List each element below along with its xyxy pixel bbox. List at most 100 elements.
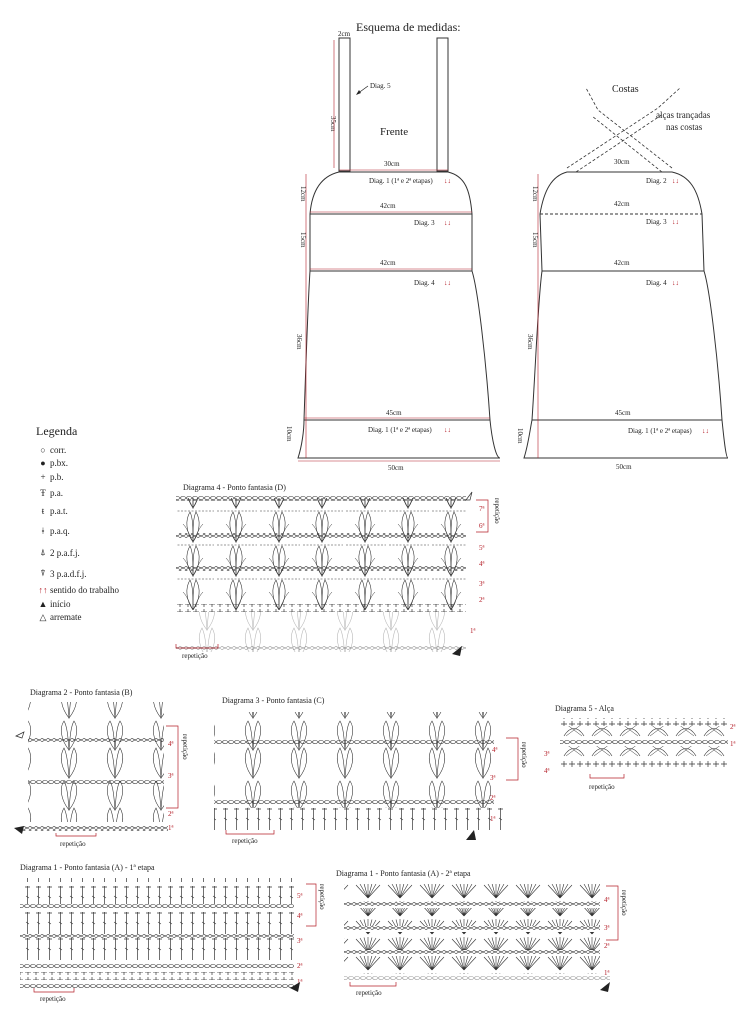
finish-arrow-icon: [15, 731, 25, 739]
start-arrow-icon: [452, 646, 462, 656]
back-width-2: 42cm: [614, 200, 630, 208]
front-width-1: 30cm: [384, 160, 400, 168]
strap-width-label: 2cm: [338, 30, 351, 38]
direction-arrows-icon: ↓↓: [672, 218, 679, 226]
repeat-label: repetição: [589, 783, 615, 791]
direction-arrows-icon: ↓↓: [702, 427, 709, 435]
legend-label: início: [50, 598, 71, 609]
start-arrow-icon: [466, 830, 476, 840]
front-body-outline: [297, 171, 501, 459]
legend-label: arremate: [50, 612, 82, 623]
back-width-5: 50cm: [616, 463, 632, 471]
legend-label: p.bx.: [50, 458, 68, 469]
diagram-1-stage-2: Diagrama 1 - Ponto fantasia (A) - 2ª eta…: [336, 869, 628, 997]
repeat-label: repetição: [620, 890, 628, 916]
repeat-label: repetição: [182, 652, 208, 660]
chain-symbol-icon: ○: [40, 444, 46, 455]
row-label: 5ª: [479, 544, 485, 552]
diagram-1-stage-1: Diagrama 1 - Ponto fantasia (A) - 1ª eta…: [20, 863, 326, 1003]
diagram-3-base-row: [214, 808, 504, 832]
front-diag-4: Diag. 1 (1ª e 2ª etapas): [368, 426, 432, 434]
legend-title: Legenda: [36, 424, 78, 438]
row-label: 1ª: [297, 978, 303, 986]
front-diag-1: Diag. 1 (1ª e 2ª etapas): [369, 177, 433, 185]
page-title: Esquema de medidas:: [356, 20, 461, 34]
legend-label: 3 p.a.d.f.j.: [50, 568, 87, 579]
diagram-1b-stitches: [344, 884, 600, 902]
row-label: 2ª: [730, 723, 736, 731]
row-label: 1ª: [730, 740, 736, 748]
legend-item-start: ▲início: [36, 597, 186, 611]
row-label: 5ª: [297, 892, 303, 900]
row-label: 3ª: [479, 580, 485, 588]
legend-item-direction: ↑↑sentido do trabalho: [36, 584, 186, 598]
back-height-1: 12cm: [531, 186, 539, 202]
back-label: Costas: [612, 84, 639, 95]
back-diag-2: Diag. 3: [646, 218, 667, 226]
row-label: 4ª: [492, 746, 498, 754]
legend-label: p.a.t.: [50, 505, 68, 516]
diagram-5-bottom-row: [560, 760, 728, 768]
diagram-4-title: Diagrama 4 - Ponto fantasia (D): [183, 483, 286, 492]
row-label: 2ª: [479, 596, 485, 604]
start-arrow-icon: ▲: [38, 598, 48, 609]
strap-height-label: 35cm: [329, 116, 337, 132]
back-body-outline: [523, 171, 729, 459]
finish-arrow-icon: △: [39, 611, 47, 622]
back-width-3: 42cm: [614, 259, 630, 267]
row-label: 4ª: [168, 740, 174, 748]
repeat-label: repetição: [181, 734, 189, 760]
diagram-1a-stitches: [20, 878, 294, 904]
row-label: 3ª: [490, 774, 496, 782]
three-dc-together-icon: ⍒: [40, 568, 46, 578]
diagram-3: Diagrama 3 - Ponto fantasia (C) 4ª 3ª 2ª…: [214, 696, 528, 845]
front-width-3: 42cm: [380, 259, 396, 267]
row-label: 1ª: [490, 815, 496, 823]
legend-label: sentido do trabalho: [50, 585, 119, 596]
legend-item-chain: ○ corr.: [36, 443, 186, 457]
front-strap-right: [436, 37, 449, 172]
front-label: Frente: [380, 126, 408, 138]
front-height-3: 36cm: [295, 334, 303, 350]
back-height-4: 10cm: [516, 428, 524, 444]
diagram-1b-title: Diagrama 1 - Ponto fantasia (A) - 2ª eta…: [336, 869, 471, 878]
diagram-2-title: Diagrama 2 - Ponto fantasia (B): [30, 688, 133, 697]
back-height-2: 15cm: [531, 232, 539, 248]
diagram-4-stitches: [176, 498, 466, 610]
treble-crochet-icon: ŧ: [41, 505, 45, 516]
diagram-4: Diagrama 4 - Ponto fantasia (D) 7ª 6ª 5ª…: [175, 483, 501, 660]
direction-arrows-icon: ↓↓: [672, 177, 679, 185]
work-direction-icon: ↑↑: [38, 585, 48, 596]
back-note-2: nas costas: [666, 122, 703, 132]
row-label: 2ª: [604, 942, 610, 950]
start-arrow-icon: [600, 982, 610, 992]
diagram-5-top-row: [560, 718, 728, 726]
front-width-2: 42cm: [380, 202, 396, 210]
row-label: 2ª: [490, 794, 496, 802]
legend-item-slip: ●p.bx.: [36, 457, 186, 471]
direction-arrows-icon: ↓↓: [444, 279, 451, 287]
start-arrow-icon: [290, 982, 300, 992]
front-height-1: 12cm: [299, 186, 307, 202]
front-strap-left: [338, 37, 351, 172]
diagram-1a-title: Diagrama 1 - Ponto fantasia (A) - 1ª eta…: [20, 863, 155, 872]
legend-label: 2 p.a.f.j.: [50, 547, 80, 558]
back-schematic: Costas alças trançadas nas costas 30cm D…: [516, 84, 729, 471]
diagram-2-stitches: [28, 702, 164, 822]
start-arrow-icon: [14, 826, 24, 834]
back-diag-3: Diag. 4: [646, 279, 667, 287]
row-label: 1ª: [168, 824, 174, 832]
legend-item-3dc-tog: ⍒ 3 p.a.d.f.j.: [36, 564, 186, 584]
legend-label: corr.: [50, 444, 67, 455]
direction-arrows-icon: ↓↓: [444, 219, 451, 227]
row-label: 4ª: [604, 896, 610, 904]
front-height-4: 10cm: [285, 426, 293, 442]
row-label: 3ª: [604, 924, 610, 932]
front-width-4: 45cm: [386, 409, 402, 417]
legend-label: p.a.q.: [50, 525, 70, 536]
back-height-3: 36cm: [526, 334, 534, 350]
row-label: 4ª: [544, 767, 550, 775]
